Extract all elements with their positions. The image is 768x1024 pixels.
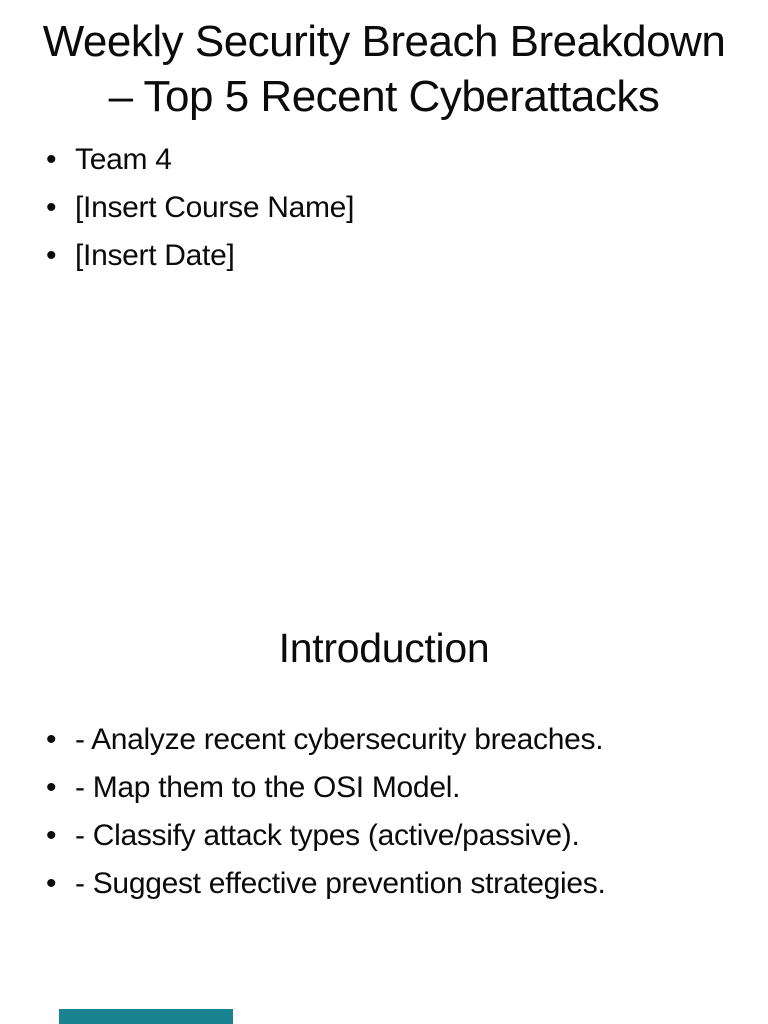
list-item: • - Map them to the OSI Model. bbox=[46, 764, 758, 812]
list-item: • - Classify attack types (active/passive… bbox=[46, 812, 758, 860]
slide-title: Introduction bbox=[278, 625, 490, 671]
bullet-text: - Classify attack types (active/passive)… bbox=[75, 819, 580, 852]
slide-title-line-2: – Top 5 Recent Cyberattacks bbox=[108, 72, 660, 121]
introduction-bullet-list: • - Analyze recent cybersecurity breaches… bbox=[46, 716, 758, 908]
bullet-icon: • bbox=[46, 239, 57, 272]
title-slide-bullet-list: • Team 4 • [Insert Course Name] • [Insert D… bbox=[46, 136, 758, 280]
bullet-icon: • bbox=[46, 191, 57, 224]
bullet-icon: • bbox=[46, 867, 57, 900]
list-item: • [Insert Date] bbox=[46, 232, 758, 280]
list-item: • - Analyze recent cybersecurity breaches… bbox=[46, 716, 758, 764]
next-slide-edge-bar bbox=[59, 1009, 233, 1024]
bullet-text: - Suggest effective prevention strategie… bbox=[75, 867, 606, 900]
list-item: • - Suggest effective prevention strategi… bbox=[46, 860, 758, 908]
bullet-text: - Analyze recent cybersecurity breaches. bbox=[75, 723, 604, 756]
bullet-icon: • bbox=[46, 819, 57, 852]
bullet-icon: • bbox=[46, 771, 57, 804]
bullet-text: - Map them to the OSI Model. bbox=[75, 771, 461, 804]
list-item: • [Insert Course Name] bbox=[46, 184, 758, 232]
slide-title: Weekly Security Breach Breakdown – Top 5… bbox=[0, 14, 768, 124]
bullet-icon: • bbox=[46, 143, 57, 176]
bullet-text: Team 4 bbox=[75, 143, 172, 176]
bullet-text: [Insert Date] bbox=[75, 239, 235, 272]
bullet-text: [Insert Course Name] bbox=[75, 191, 355, 224]
bullet-icon: • bbox=[46, 723, 57, 756]
list-item: • Team 4 bbox=[46, 136, 758, 184]
slide-title-line-1: Weekly Security Breach Breakdown bbox=[42, 17, 726, 66]
